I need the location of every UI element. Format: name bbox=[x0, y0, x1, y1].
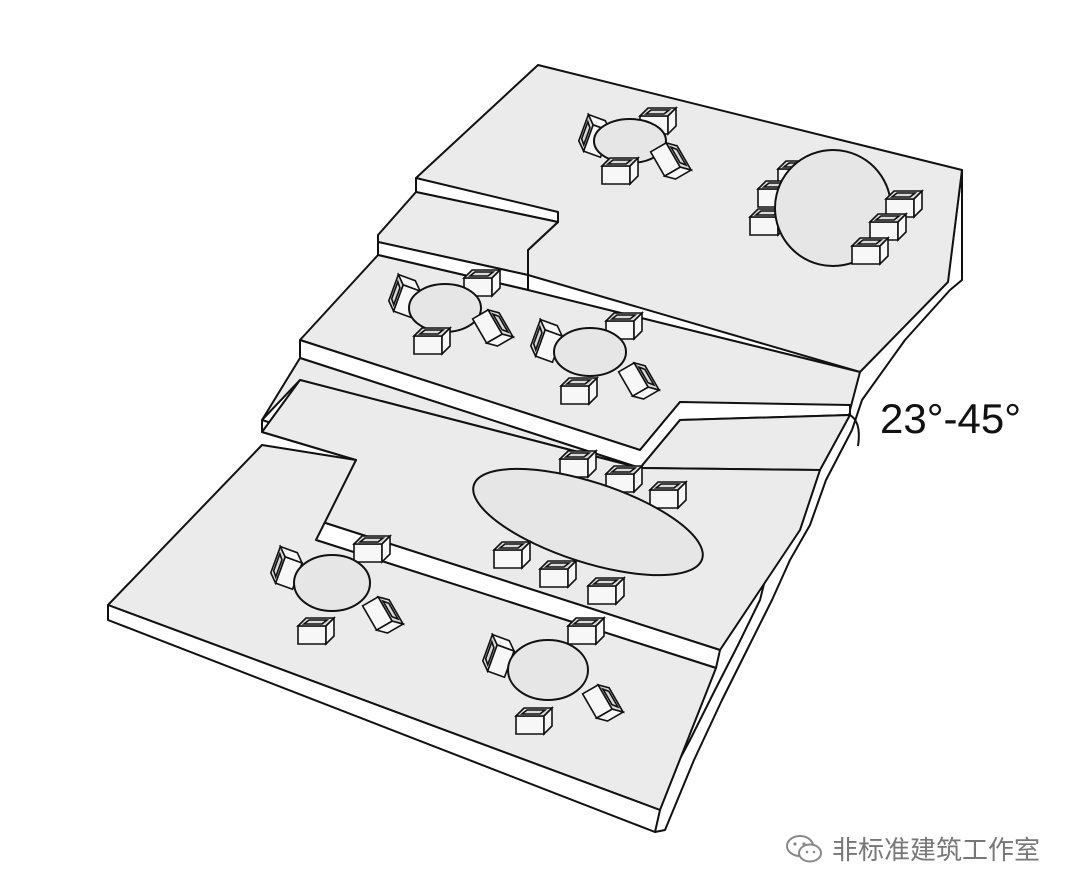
wechat-icon bbox=[786, 834, 822, 862]
table-group-bottom-right bbox=[479, 617, 624, 735]
tier-4-front bbox=[107, 604, 661, 833]
round-table bbox=[507, 639, 589, 701]
long-oval-table bbox=[472, 467, 704, 577]
round-table bbox=[293, 554, 371, 612]
slope-angle-label: 23°-45° bbox=[880, 395, 1022, 442]
table-group-tier2-right bbox=[527, 312, 660, 405]
angle-arc bbox=[847, 413, 860, 447]
table-group-tier2-left bbox=[385, 269, 514, 355]
table-group-top-left bbox=[575, 107, 692, 185]
table-group-tier3-long bbox=[472, 450, 704, 605]
round-table bbox=[408, 283, 482, 333]
round-table bbox=[553, 327, 627, 377]
table-group-bottom-left bbox=[267, 535, 404, 645]
watermark-text: 非标准建筑工作室 bbox=[832, 835, 1041, 865]
table-group-top-right bbox=[749, 149, 923, 267]
watermark: 非标准建筑工作室 bbox=[784, 830, 1040, 867]
